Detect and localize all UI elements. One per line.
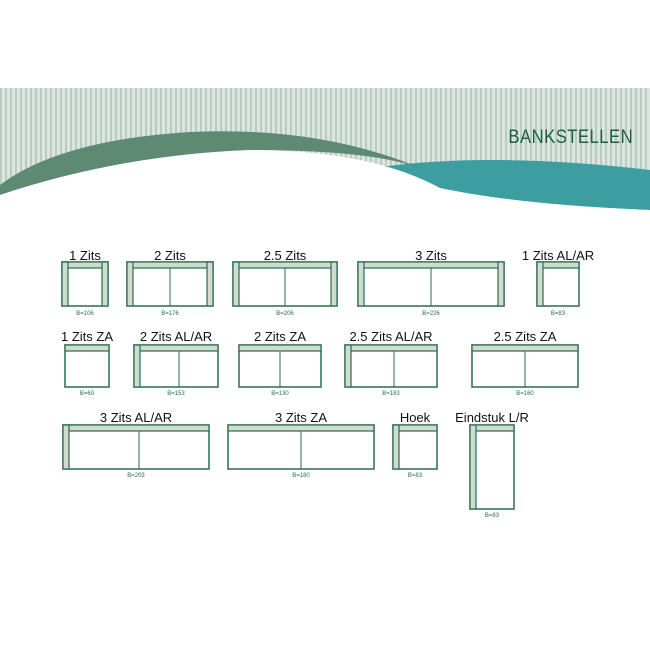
- sofa-armrest-left: [536, 261, 544, 307]
- sofa-outline: [64, 344, 110, 388]
- sofa-armrest-left: [126, 261, 134, 307]
- sofa-backrest: [126, 261, 214, 269]
- sofa-outline: [344, 344, 438, 388]
- sofa-backrest: [344, 344, 438, 352]
- sofa-drawing: [536, 261, 580, 307]
- sofa-backrest: [357, 261, 505, 269]
- sofa-width-label: B=83: [484, 513, 500, 519]
- sofa-width-label: B=106: [76, 311, 94, 317]
- sofa-name: 2.5 Zits: [263, 248, 307, 263]
- sofa-outline: [62, 424, 210, 470]
- sofa-backrest: [471, 344, 579, 352]
- sofa-armrest-right: [497, 261, 505, 307]
- sofa-armrest: [469, 424, 477, 510]
- sofa-armrest-left: [357, 261, 365, 307]
- sofa-name: 2 Zits: [154, 248, 186, 263]
- page-title: BANKSTELLEN: [508, 127, 634, 148]
- sofa-name: 2.5 Zits AL/AR: [349, 329, 433, 344]
- sofa-backrest: [238, 344, 322, 352]
- sofa-width-label: B=203: [127, 473, 145, 479]
- sofa-outline: [392, 424, 438, 470]
- sofa-armrest-left: [133, 344, 141, 388]
- sofa-drawing: [64, 344, 110, 388]
- sofa-drawing: [471, 344, 579, 388]
- sofa-backrest: [469, 424, 515, 432]
- sofa-drawing: [469, 424, 515, 510]
- sofa-armrest-left: [392, 424, 400, 470]
- sofa-backrest: [232, 261, 338, 269]
- sofa-drawing: [133, 344, 219, 388]
- sofa-name: 2 Zits ZA: [253, 329, 306, 344]
- sofa-drawing: [238, 344, 322, 388]
- sofa-drawing: [227, 424, 375, 470]
- sofa-drawing: [126, 261, 214, 307]
- sofa-backrest: [133, 344, 219, 352]
- sofa-width-label: B=183: [382, 391, 400, 397]
- white-sweep: [0, 150, 650, 220]
- sofa-name: Hoek: [399, 410, 431, 425]
- sofa-outline: [61, 261, 109, 307]
- wave-teal: [360, 160, 650, 210]
- sofa-drawing: [61, 261, 109, 307]
- sofa-width-label: B=226: [422, 311, 440, 317]
- sofa-backrest: [392, 424, 438, 432]
- sofa-name: 1 Zits AL/AR: [521, 248, 595, 263]
- sofa-name: 3 Zits AL/AR: [99, 410, 173, 425]
- sofa-name: 2 Zits AL/AR: [139, 329, 213, 344]
- sofa-backrest: [227, 424, 375, 432]
- sofa-name: Eindstuk L/R: [455, 410, 529, 425]
- sofa-armrest-right: [101, 261, 109, 307]
- sofa-name: 3 Zits ZA: [274, 410, 327, 425]
- sofa-width-label: B=160: [516, 391, 534, 397]
- sofa-armrest-left: [61, 261, 69, 307]
- sofa-width-label: B=83: [550, 311, 566, 317]
- sofa-backrest: [62, 424, 210, 432]
- sofa-width-label: B=153: [167, 391, 185, 397]
- sofa-width-label: B=176: [161, 311, 179, 317]
- sofa-outline: [469, 424, 515, 510]
- sofa-armrest-right: [206, 261, 214, 307]
- sofa-width-label: B=83: [407, 473, 423, 479]
- sofa-name: 1 Zits ZA: [60, 329, 113, 344]
- sofa-drawing: [392, 424, 438, 470]
- sofa-drawing: [232, 261, 338, 307]
- sofa-armrest-left: [232, 261, 240, 307]
- sofa-name: 3 Zits: [415, 248, 447, 263]
- wave-dark: [0, 131, 420, 195]
- sofa-width-label: B=60: [79, 391, 95, 397]
- sofa-drawing: [357, 261, 505, 307]
- sofa-armrest-left: [62, 424, 70, 470]
- sofa-armrest-right: [330, 261, 338, 307]
- sofa-backrest: [64, 344, 110, 352]
- sofa-drawing: [344, 344, 438, 388]
- sofa-width-label: B=130: [271, 391, 289, 397]
- sofa-name: 2.5 Zits ZA: [493, 329, 557, 344]
- sofa-name: 1 Zits: [69, 248, 101, 263]
- sofa-width-label: B=206: [276, 311, 294, 317]
- sofa-armrest-left: [344, 344, 352, 388]
- sofa-width-label: B=180: [292, 473, 310, 479]
- sofa-drawing: [62, 424, 210, 470]
